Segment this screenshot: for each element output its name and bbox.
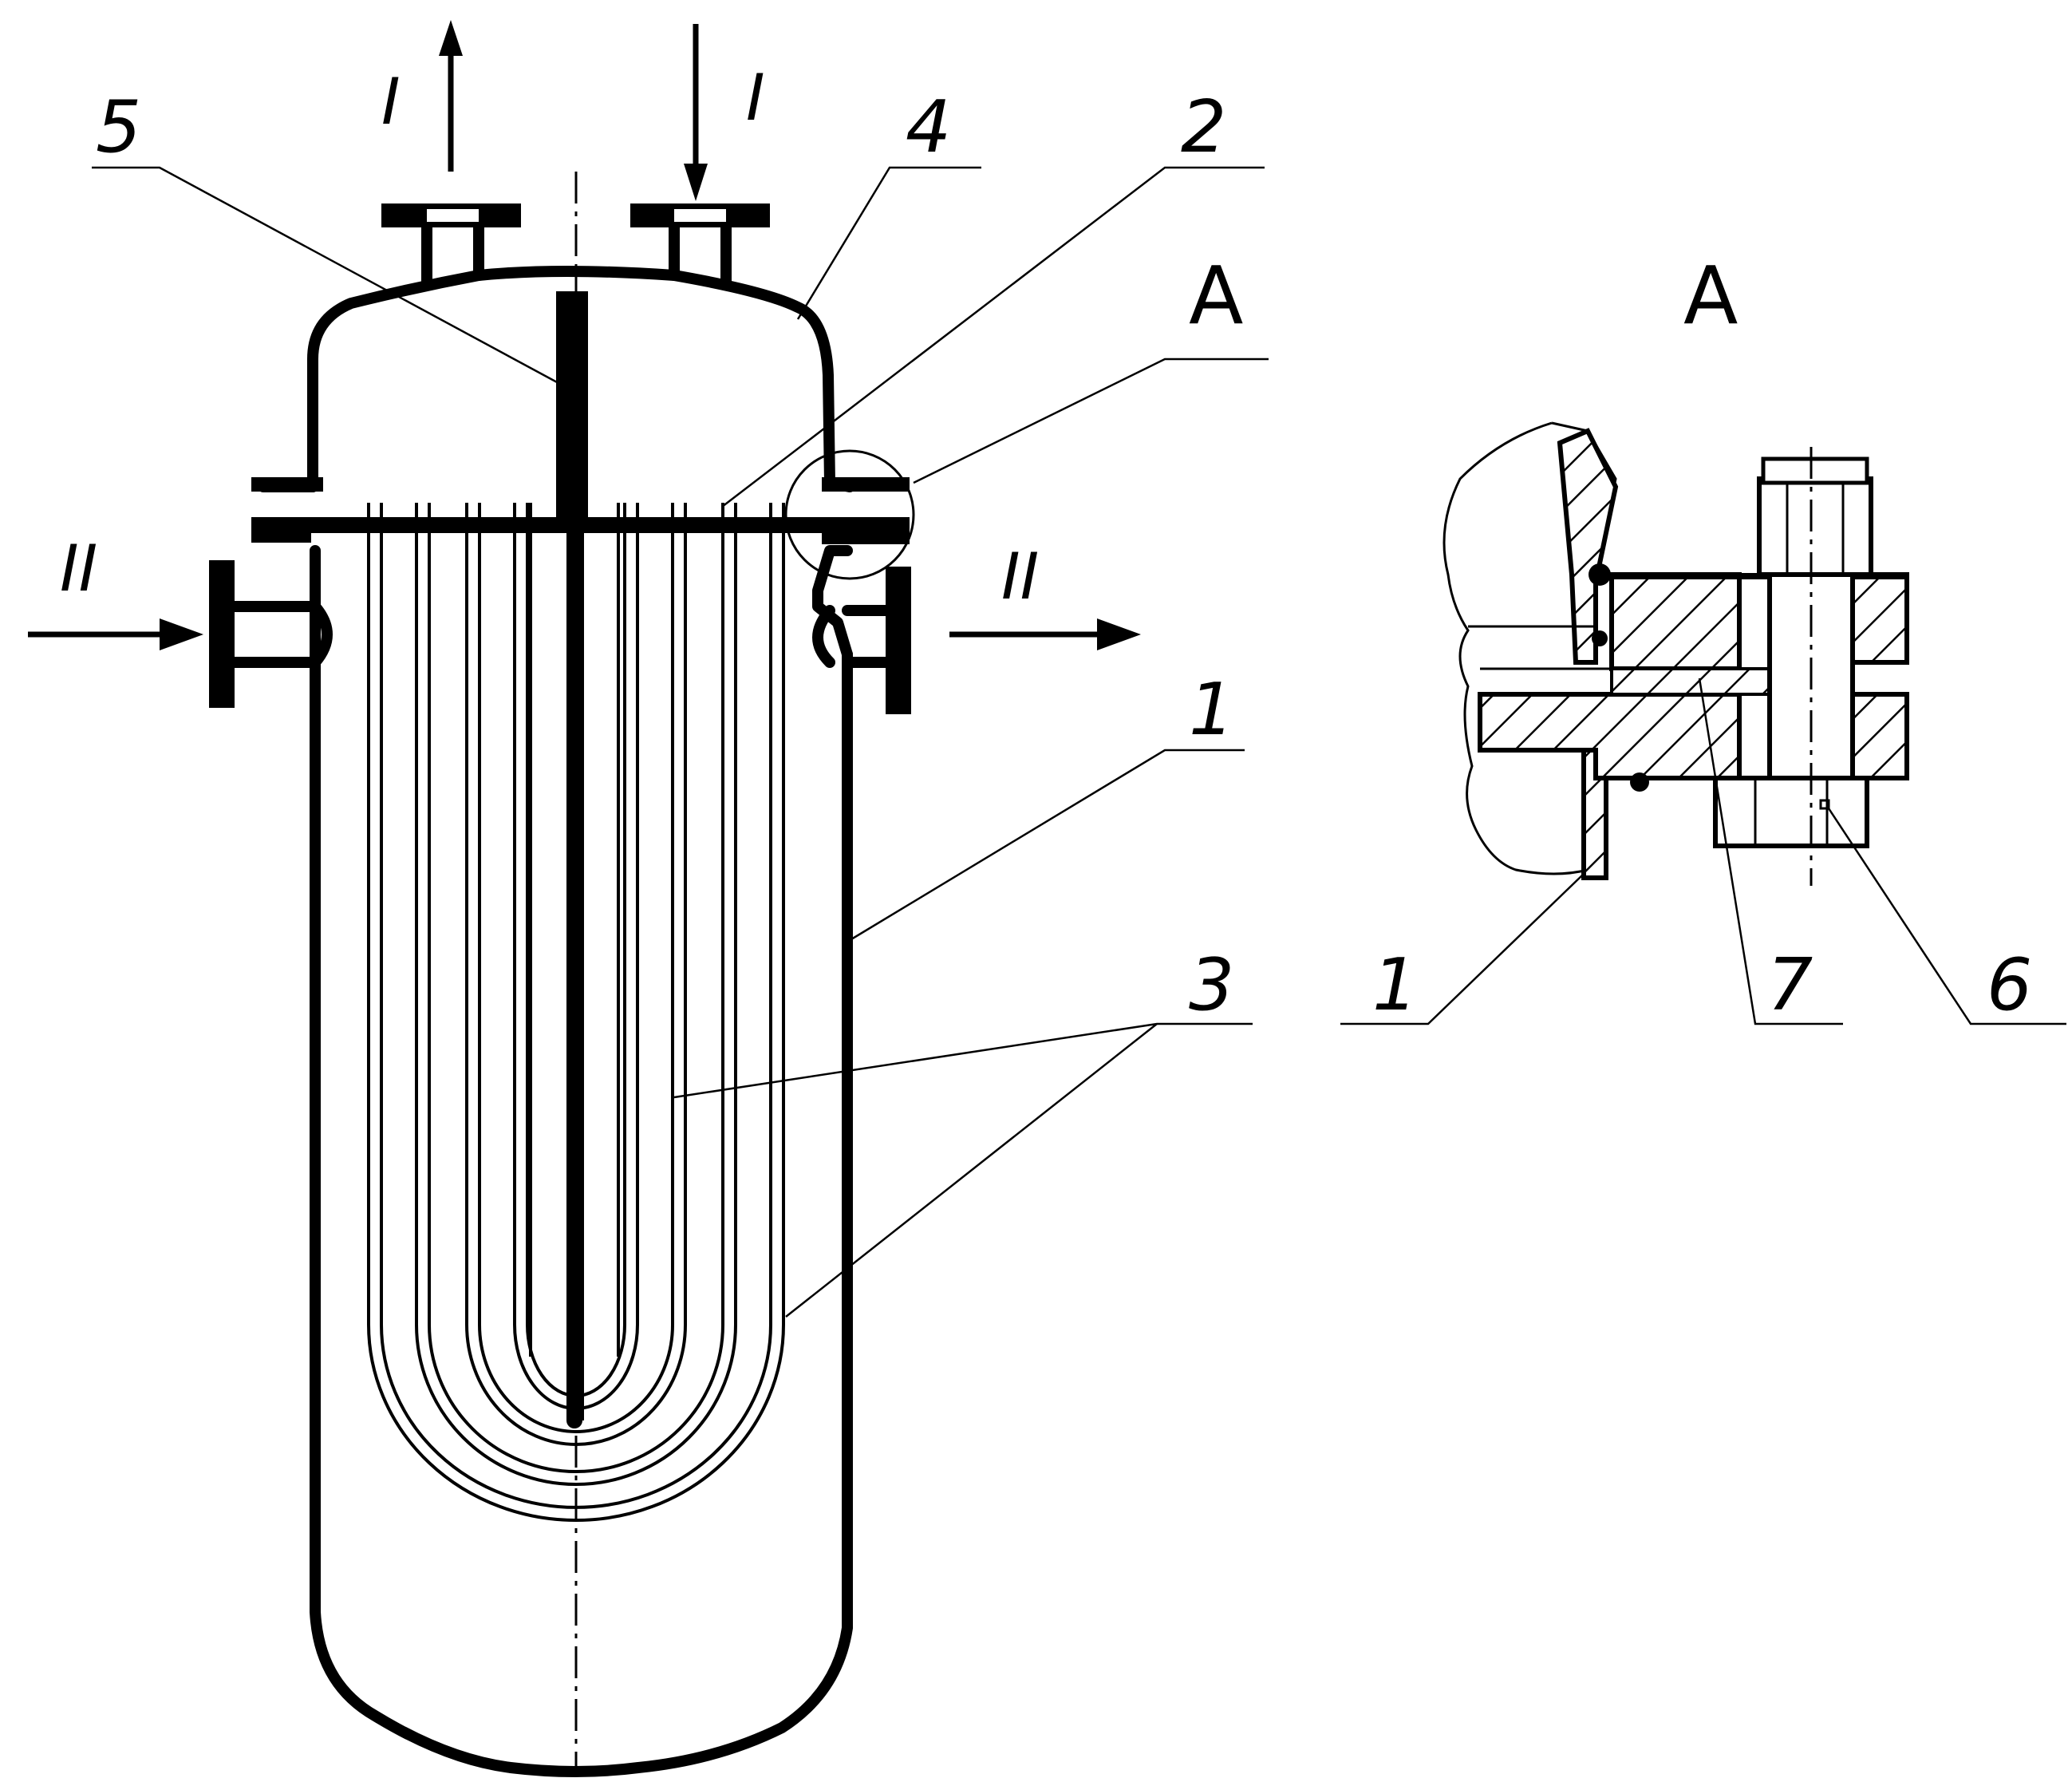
detail-upper-flange bbox=[1609, 572, 1742, 671]
detail-title-A: A bbox=[1683, 249, 1738, 342]
label-detail-part-1: 1 bbox=[1372, 943, 1418, 1027]
leader-lines bbox=[92, 166, 1269, 1318]
nozzle-I-outlet bbox=[381, 203, 521, 289]
label-part-5: 5 bbox=[96, 85, 141, 169]
nozzle-II-outlet bbox=[812, 567, 911, 714]
detail-lower-flange bbox=[1478, 692, 1742, 780]
label-part-1: 1 bbox=[1189, 668, 1234, 752]
u-tube-bundle bbox=[367, 503, 785, 1522]
label-flow-I-out: I bbox=[381, 65, 401, 139]
detail-shell-wall bbox=[1557, 428, 1619, 665]
label-part-3: 3 bbox=[1189, 943, 1234, 1027]
detail-bolt bbox=[1713, 447, 1873, 886]
distribution-head bbox=[307, 266, 855, 492]
labels-main: 5 4 2 A 1 3 I I II II bbox=[60, 61, 1243, 1027]
detail-circle-A bbox=[784, 449, 915, 580]
label-flow-II-out: II bbox=[1001, 539, 1039, 614]
label-part-2: 2 bbox=[1181, 85, 1226, 169]
nozzle-I-inlet bbox=[630, 203, 770, 289]
label-detail-part-6: 6 bbox=[1987, 943, 2032, 1027]
nozzle-II-inlet bbox=[209, 560, 333, 708]
label-detail-part-7: 7 bbox=[1767, 943, 1813, 1027]
detail-view-A: A bbox=[1340, 249, 2066, 1027]
partition-plate bbox=[556, 291, 588, 519]
label-detail-A-marker: A bbox=[1189, 249, 1243, 342]
label-part-4: 4 bbox=[906, 85, 951, 169]
main-view bbox=[209, 172, 915, 1777]
head-flange bbox=[251, 477, 323, 492]
label-flow-I-in: I bbox=[746, 61, 765, 135]
flow-arrows bbox=[28, 20, 1141, 650]
label-flow-II-in: II bbox=[60, 531, 97, 606]
detail-gasket bbox=[1610, 667, 1773, 696]
